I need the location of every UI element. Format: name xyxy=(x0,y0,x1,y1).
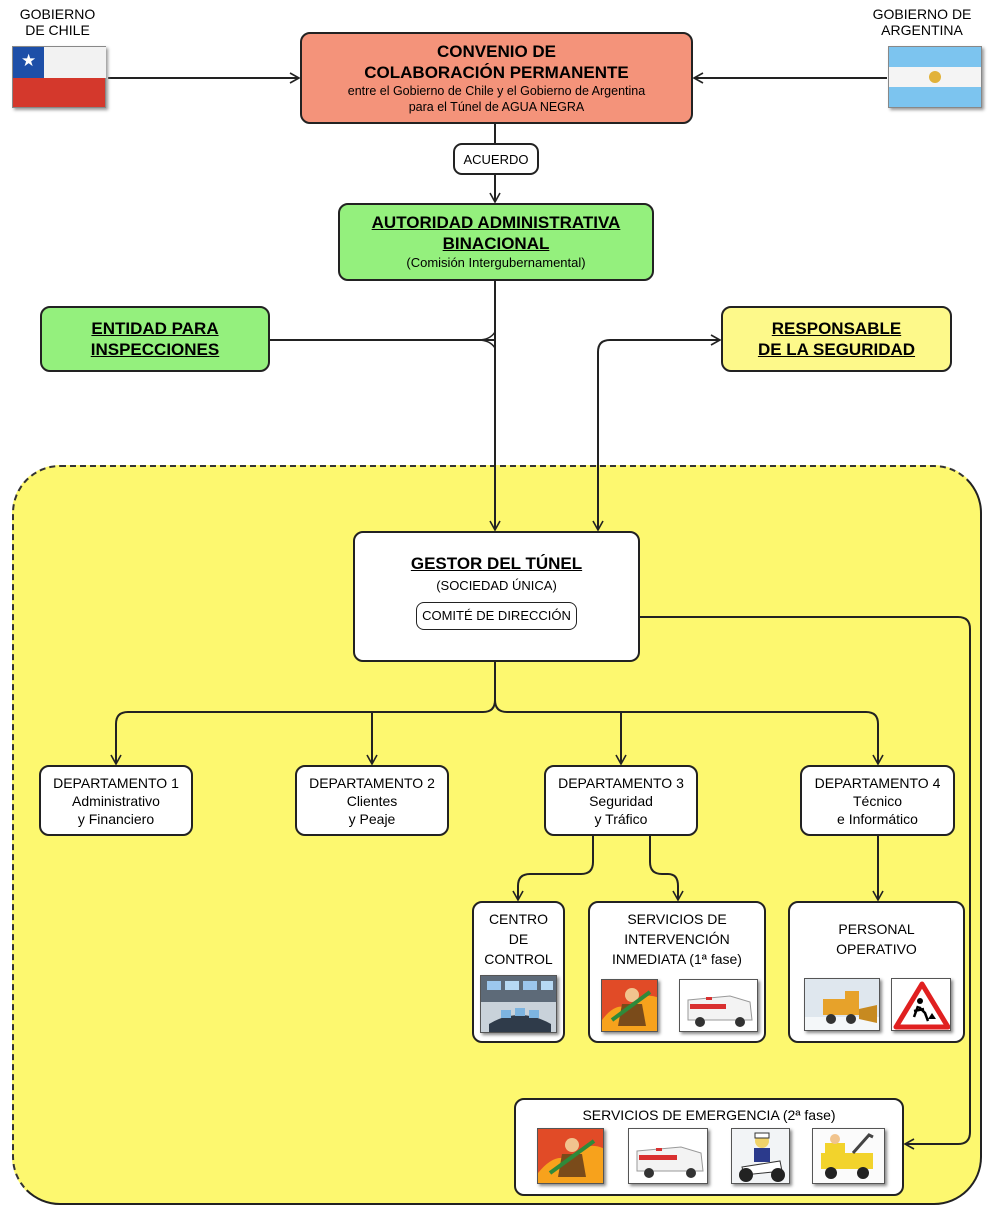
control-room-icon xyxy=(480,975,557,1033)
chile-flag-icon: ★ xyxy=(12,46,106,108)
acuerdo-box: ACUERDO xyxy=(453,143,539,175)
gestor-to-emergencia-line xyxy=(640,616,971,1150)
entidad-box: ENTIDAD PARA INSPECCIONES xyxy=(40,306,270,372)
argentina-flag-icon xyxy=(888,46,982,108)
autoridad-box: AUTORIDAD ADMINISTRATIVA BINACIONAL (Com… xyxy=(338,203,654,281)
department-2-box: DEPARTAMENTO 2 Clientes y Peaje xyxy=(295,765,449,836)
convenio-subtitle-1: entre el Gobierno de Chile y el Gobierno… xyxy=(347,84,646,98)
entidad-to-main-merge xyxy=(477,331,496,349)
dept3-to-servicios-line xyxy=(649,836,684,902)
gestor-box: GESTOR DEL TÚNEL (SOCIEDAD ÚNICA) COMITÉ… xyxy=(353,531,640,662)
convenio-title-1: CONVENIO DE xyxy=(436,42,557,61)
gestor-to-departments-line xyxy=(110,662,496,766)
police-motorcycle-icon xyxy=(731,1128,790,1184)
road-works-sign-icon xyxy=(891,978,951,1031)
department-4-box: DEPARTAMENTO 4 Técnico e Informático xyxy=(800,765,955,836)
ambulance-icon xyxy=(628,1128,708,1184)
firefighter-icon xyxy=(537,1128,604,1184)
convenio-box: CONVENIO DE COLABORACIÓN PERMANENTE entr… xyxy=(300,32,693,124)
responsable-to-gestor-line xyxy=(597,334,722,530)
tow-truck-icon xyxy=(812,1128,885,1184)
dept3-to-centro-line xyxy=(512,836,594,902)
department-3-box: DEPARTAMENTO 3 Seguridad y Tráfico xyxy=(544,765,698,836)
convenio-subtitle-2: para el Túnel de AGUA NEGRA xyxy=(408,100,585,114)
firefighter-icon xyxy=(601,979,658,1032)
department-1-box: DEPARTAMENTO 1 Administrativo y Financie… xyxy=(39,765,193,836)
convenio-title-2: COLABORACIÓN PERMANENTE xyxy=(364,63,629,82)
responsable-box: RESPONSABLE DE LA SEGURIDAD xyxy=(721,306,952,372)
ambulance-icon xyxy=(679,979,758,1032)
comite-box: COMITÉ DE DIRECCIÓN xyxy=(416,602,577,630)
snowplow-icon xyxy=(804,978,880,1031)
